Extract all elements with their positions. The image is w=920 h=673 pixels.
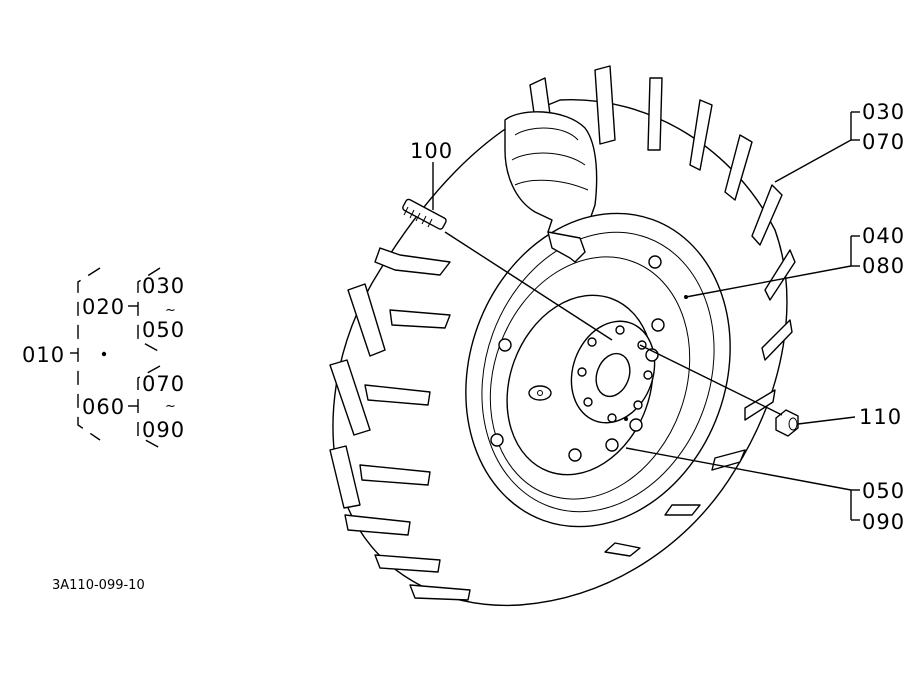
stud-bolt <box>402 198 447 230</box>
label-080: 080 <box>862 254 905 278</box>
label-030-tree: 030 <box>142 274 185 298</box>
leader-lines <box>432 111 860 521</box>
label-050-tree: 050 <box>142 318 185 342</box>
hub-center-bore <box>595 352 631 398</box>
label-030: 030 <box>862 100 905 124</box>
label-020: 020 <box>82 295 125 319</box>
label-070-tree: 070 <box>142 372 185 396</box>
valve-hole <box>528 385 552 401</box>
hub-nut <box>775 409 799 437</box>
label-050: 050 <box>862 479 905 503</box>
label-040: 040 <box>862 224 905 248</box>
label-060: 060 <box>82 395 125 419</box>
label-090-tree: 090 <box>142 418 185 442</box>
label-070: 070 <box>862 130 905 154</box>
tire-cross-section <box>504 111 598 241</box>
drawing-code: 3A110-099-10 <box>52 578 145 593</box>
label-090: 090 <box>862 510 905 534</box>
tilde-020: ~ <box>165 303 176 318</box>
wheel-rim-inner <box>481 231 715 513</box>
part-labels: 010 020 030 050 060 070 090 100 030 070 … <box>22 100 905 593</box>
label-100: 100 <box>410 139 453 163</box>
hub-bolt-holes <box>577 325 653 423</box>
rim-clip-bracket <box>547 231 586 263</box>
tire-wheel-illustration <box>329 65 799 607</box>
tread-lugs-left <box>329 247 471 601</box>
label-110: 110 <box>859 405 902 429</box>
label-010: 010 <box>22 343 65 367</box>
tilde-060: ~ <box>165 399 176 414</box>
assembly-tree: ~ ~ <box>70 267 176 449</box>
